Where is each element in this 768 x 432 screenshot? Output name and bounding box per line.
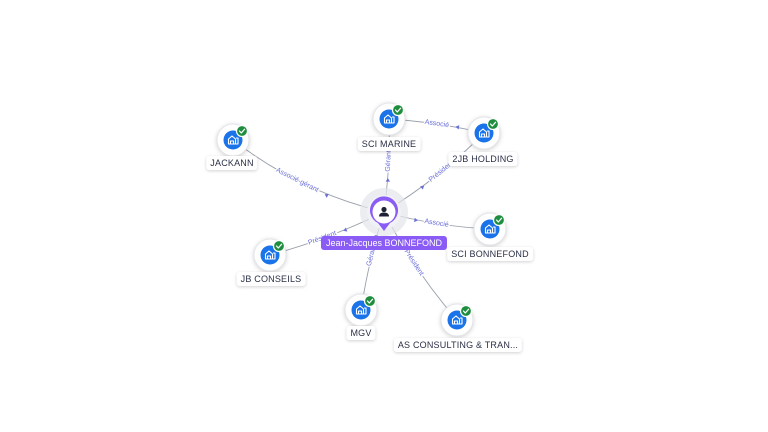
company-label-sci-marine: SCI MARINE <box>357 137 421 151</box>
check-icon <box>459 304 473 318</box>
company-label-2jb-holding: 2JB HOLDING <box>448 152 518 166</box>
company-label-sci-bonnefond: SCI BONNEFOND <box>447 247 533 261</box>
company-label-jackann: JACKANN <box>206 156 258 170</box>
svg-text:Associé-gérant: Associé-gérant <box>275 167 320 194</box>
check-icon <box>272 239 286 253</box>
svg-text:Gérant: Gérant <box>385 150 393 172</box>
arrow-icon <box>343 227 348 232</box>
arrow-icon <box>455 125 460 130</box>
jackann-edge-label: Associé-gérant <box>273 166 329 198</box>
svg-text:Associé: Associé <box>424 119 449 130</box>
arrow-icon <box>324 193 329 198</box>
2jb-holding-sci-marine-edge-label: Associé <box>423 118 460 131</box>
check-icon <box>363 294 377 308</box>
arrow-icon <box>420 185 425 190</box>
sci-marine-edge-label: Gérant <box>383 149 394 182</box>
company-node-mgv[interactable] <box>344 293 378 327</box>
center-person-label: Jean-Jacques BONNEFOND <box>320 236 448 250</box>
center-person-node[interactable] <box>360 188 408 236</box>
check-icon <box>235 124 249 138</box>
person-icon <box>379 206 389 217</box>
check-icon <box>486 117 500 131</box>
nodes-layer <box>216 102 507 337</box>
check-icon <box>492 213 506 227</box>
arrow-icon <box>414 217 418 223</box>
company-node-sci-marine[interactable] <box>372 102 406 136</box>
company-label-mgv: MGV <box>346 326 376 340</box>
arrow-icon <box>385 178 390 182</box>
svg-text:Président: Président <box>403 249 425 278</box>
company-label-as-consulting: AS CONSULTING & TRAN... <box>393 338 523 352</box>
check-icon <box>391 103 405 117</box>
svg-text:Associé: Associé <box>424 218 449 229</box>
company-node-2jb-holding[interactable] <box>467 116 501 150</box>
company-node-jb-conseils[interactable] <box>253 238 287 272</box>
company-node-jackann[interactable] <box>216 123 250 157</box>
sci-bonnefond-edge-label: Associé <box>414 217 451 230</box>
company-node-as-consulting[interactable] <box>440 303 474 337</box>
company-label-jb-conseils: JB CONSEILS <box>236 272 306 286</box>
company-node-sci-bonnefond[interactable] <box>473 212 507 246</box>
